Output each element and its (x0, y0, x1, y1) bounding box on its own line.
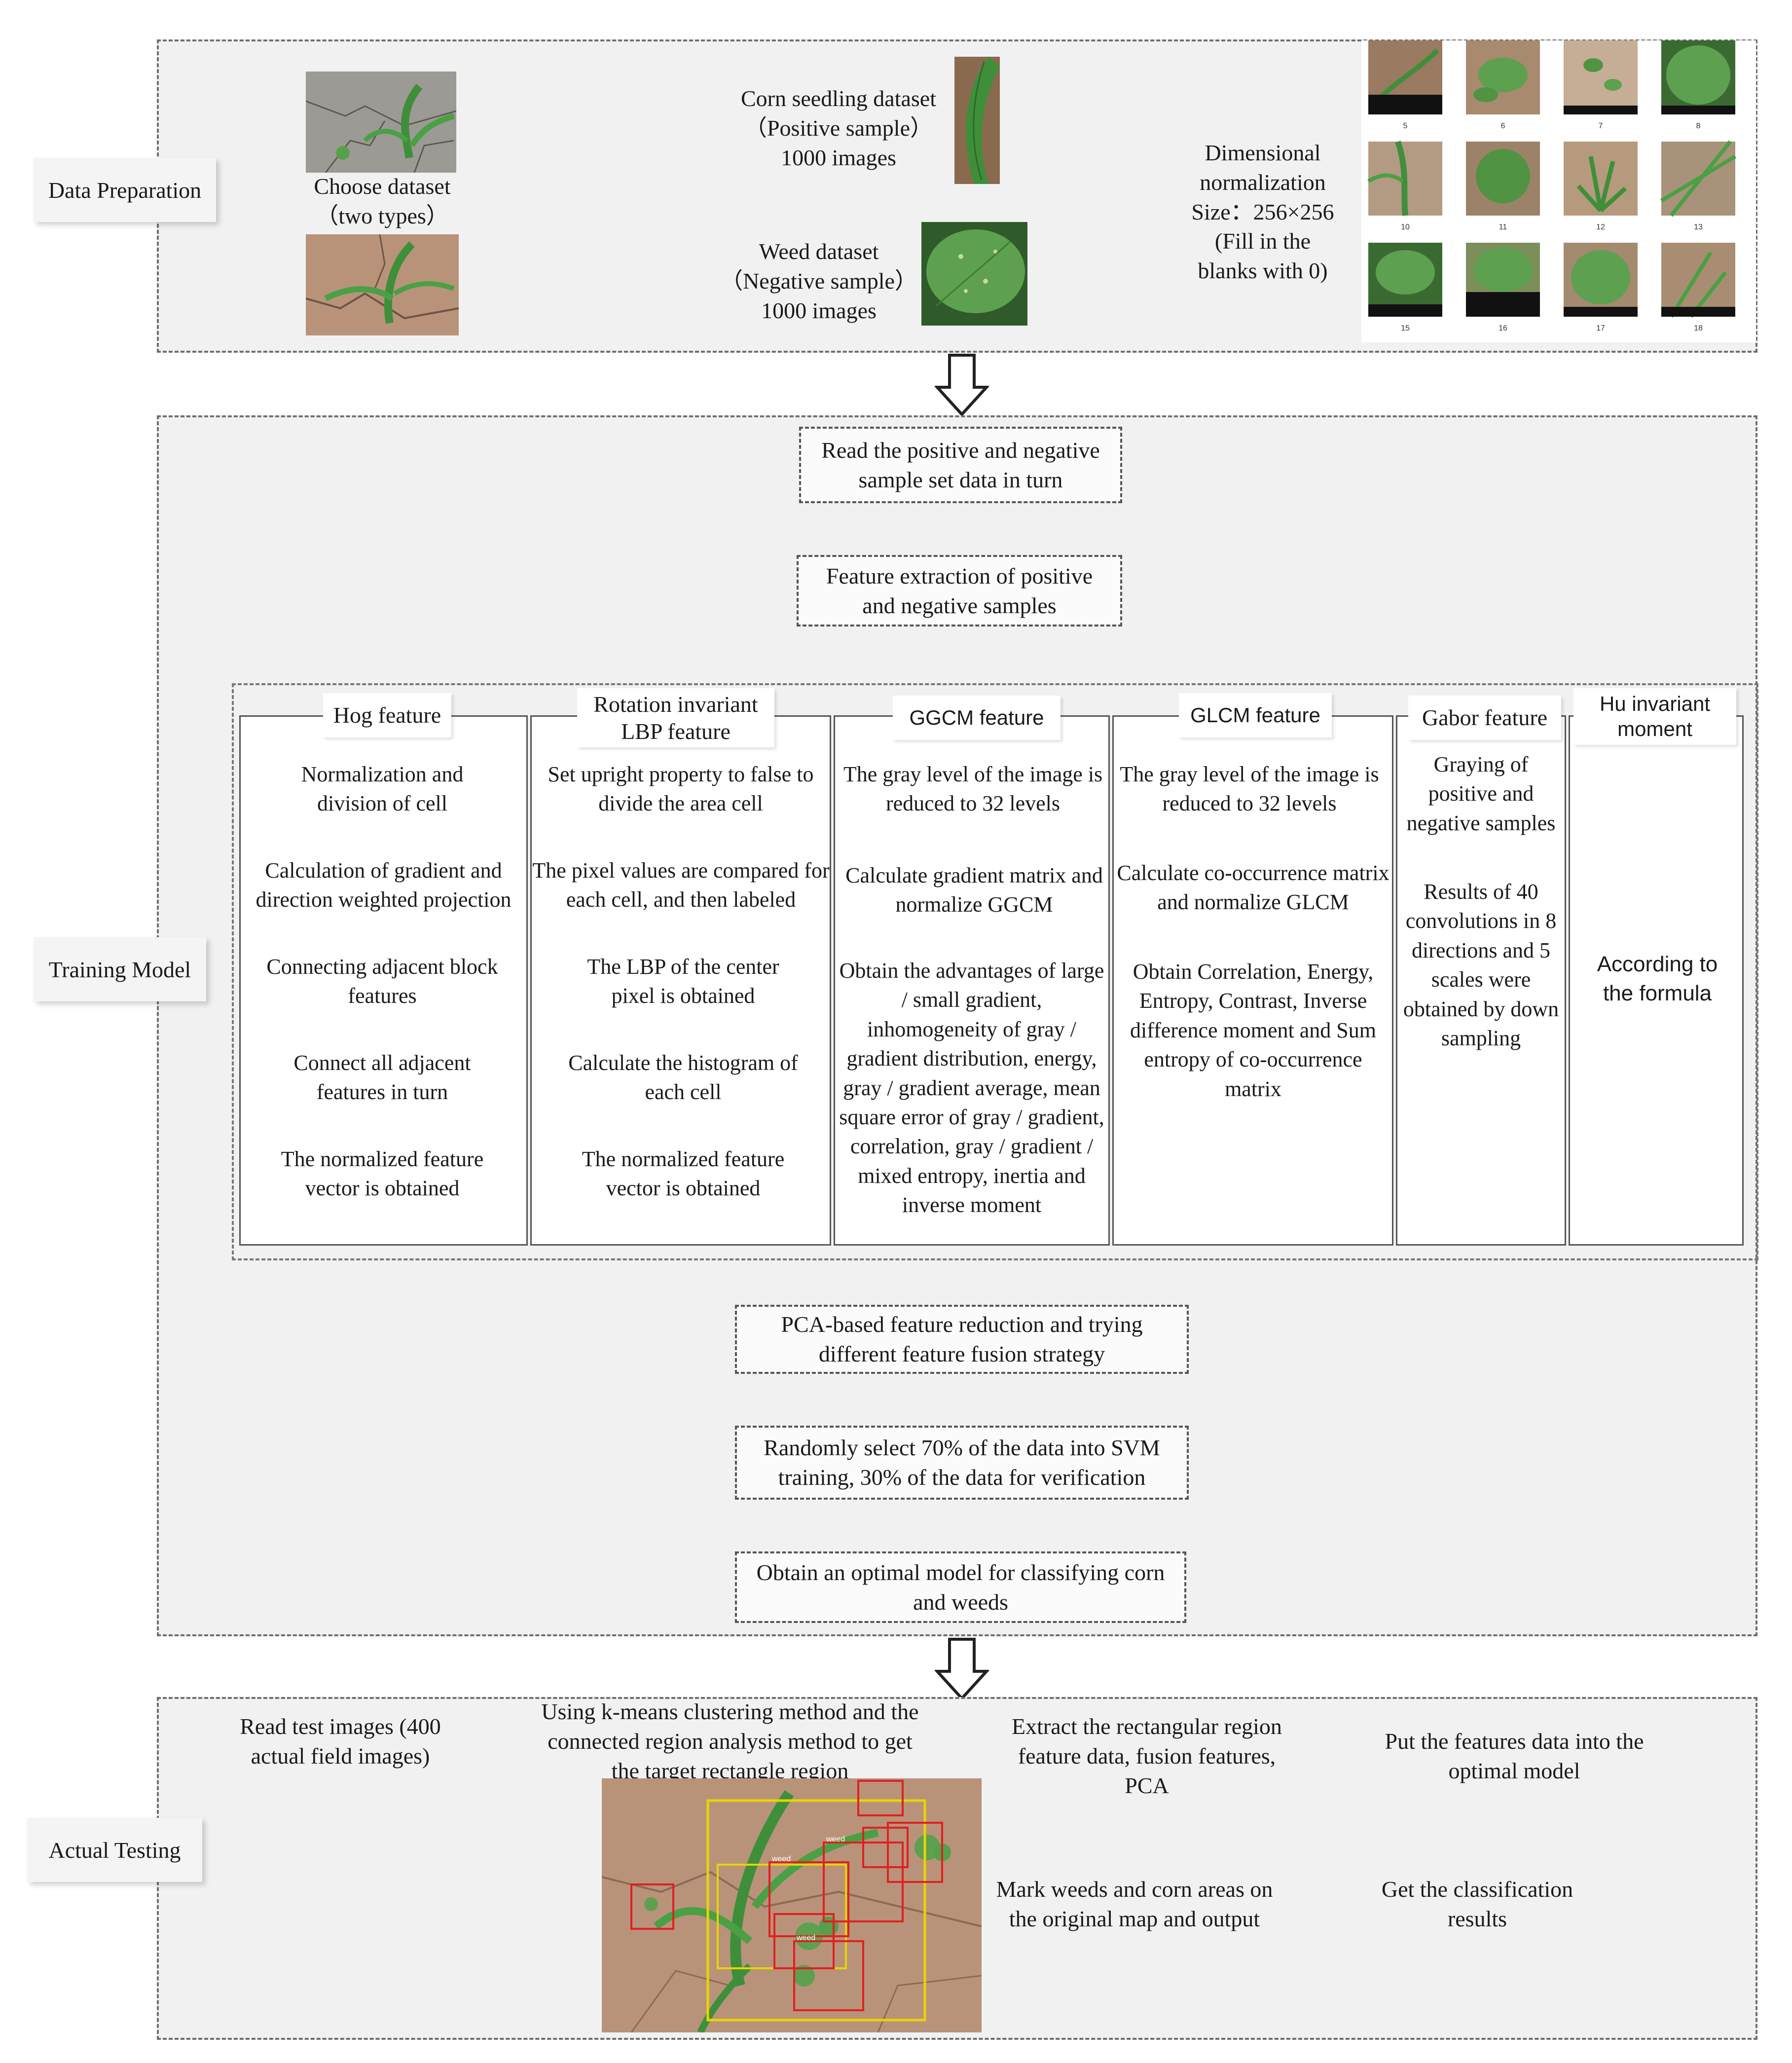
ggcm-step-2: Calculate gradient matrix and normalize … (845, 863, 1103, 917)
weed-sample-image (921, 222, 1027, 326)
detection-photo: weed weed weed (602, 1778, 982, 2032)
classification-results-text: Get the classification results (1381, 1877, 1573, 1931)
glcm-step-2: Calculate co-occurrence matrix and norma… (1117, 861, 1390, 915)
svm-box: Randomly select 70% of the data into SVM… (735, 1426, 1189, 1500)
grid-caption: 5 (1403, 122, 1408, 130)
field-photo-top (306, 72, 456, 173)
lbp-feature-title: Rotation invariant LBP feature (577, 688, 774, 747)
weed-leaf-photo (921, 222, 1027, 326)
actual-testing-label: Actual Testing (27, 1818, 202, 1882)
hog-step-3: Connecting adjacent block features (266, 955, 498, 1008)
lbp-step-5: The normalized feature vector is obtaine… (582, 1147, 785, 1201)
hog-step-5: The normalized feature vector is obtaine… (281, 1147, 484, 1201)
corn-dataset-text: Corn seedling dataset （Positive sample） … (740, 86, 936, 170)
soil-corn-image-bottom (306, 234, 459, 335)
hog-feature-title: Hog feature (323, 693, 451, 737)
grid-caption: 18 (1694, 324, 1703, 332)
ggcm-step-1: The gray level of the image is reduced t… (843, 762, 1103, 816)
grid-caption: 17 (1596, 324, 1605, 332)
training-model-label: Training Model (34, 937, 206, 1001)
grid-caption: 11 (1499, 223, 1507, 231)
weed-label: weed (826, 1835, 845, 1843)
hu-moment-column (1569, 715, 1744, 1246)
glcm-step-3: Obtain Correlation, Energy, Entropy, Con… (1130, 959, 1376, 1101)
lbp-step-2: The pixel values are compared for each c… (532, 858, 830, 912)
grid-caption: 12 (1596, 223, 1605, 231)
hog-step-1: Normalization and division of cell (301, 762, 464, 816)
sample-grid-thumbnails (1367, 40, 1737, 318)
grid-caption: 7 (1598, 122, 1603, 130)
read-samples-box: Read the positive and negative sample se… (799, 427, 1122, 503)
mark-output-text: Mark weeds and corn areas on the origina… (996, 1877, 1273, 1931)
glcm-step-1: The gray level of the image is reduced t… (1120, 762, 1379, 816)
glcm-feature-column (1112, 715, 1393, 1246)
put-features-text: Put the features data into the optimal m… (1385, 1729, 1644, 1783)
hollow-down-arrow-icon (935, 354, 989, 417)
soil-corn-image-top (306, 72, 456, 173)
ggcm-step-3: Obtain the advantages of large / small g… (839, 958, 1104, 1217)
normalized-sample-grid: 5 6 7 8 10 11 12 13 15 16 17 18 (1361, 40, 1756, 342)
lbp-step-1: Set upright property to false to divide … (548, 762, 814, 816)
hog-step-4: Connect all adjacent features in turn (293, 1051, 471, 1105)
hog-feature-column (239, 715, 528, 1246)
lbp-step-3: The LBP of the center pixel is obtained (587, 955, 779, 1008)
hollow-down-arrow-icon (935, 1638, 989, 1701)
gabor-step-2: Results of 40 convolutions in 8 directio… (1403, 880, 1559, 1050)
normalization-text: Dimensional normalization Size：256×256 (… (1191, 140, 1334, 284)
data-preparation-label: Data Preparation (34, 158, 216, 222)
detection-result-image: weed weed weed (602, 1778, 982, 2032)
lbp-feature-column (530, 715, 831, 1246)
hu-step-1: According to the formula (1597, 952, 1718, 1006)
lbp-step-4: Calculate the histogram of each cell (568, 1051, 798, 1105)
extract-features-text: Extract the rectangular region feature d… (1012, 1714, 1282, 1798)
gabor-feature-title: Gabor feature (1408, 696, 1561, 740)
grid-caption: 6 (1500, 122, 1505, 130)
corn-sample-image (954, 57, 1000, 184)
weed-label: weed (796, 1934, 815, 1942)
grid-caption: 13 (1694, 223, 1703, 231)
gabor-step-1: Graying of positive and negative samples (1406, 752, 1556, 835)
ggcm-feature-title: GGCM feature (893, 696, 1061, 740)
optimal-model-box: Obtain an optimal model for classifying … (735, 1551, 1186, 1623)
feature-extraction-box: Feature extraction of positive and negat… (797, 555, 1122, 626)
pca-box: PCA-based feature reduction and trying d… (735, 1305, 1189, 1374)
field-photo-bottom (306, 234, 459, 335)
feature-columns-container (232, 683, 1758, 1260)
grid-caption: 15 (1401, 324, 1410, 332)
grid-caption: 8 (1696, 122, 1701, 130)
weed-dataset-text: Weed dataset （Negative sample） 1000 imag… (720, 239, 917, 323)
hog-step-2: Calculation of gradient and direction we… (256, 858, 512, 912)
kmeans-text: Using k-means clustering method and the … (541, 1699, 919, 1783)
hu-moment-title: Hu invariant moment (1573, 688, 1736, 745)
read-test-images-text: Read test images (400 actual field image… (240, 1714, 441, 1768)
corn-leaf-photo (954, 57, 1000, 184)
choose-dataset-text: Choose dataset （two types） (314, 174, 451, 228)
weed-label: weed (771, 1855, 791, 1863)
grid-caption: 16 (1499, 324, 1507, 332)
gabor-feature-column (1396, 715, 1566, 1246)
grid-caption: 10 (1401, 223, 1410, 231)
glcm-feature-title: GLCM feature (1179, 693, 1332, 737)
